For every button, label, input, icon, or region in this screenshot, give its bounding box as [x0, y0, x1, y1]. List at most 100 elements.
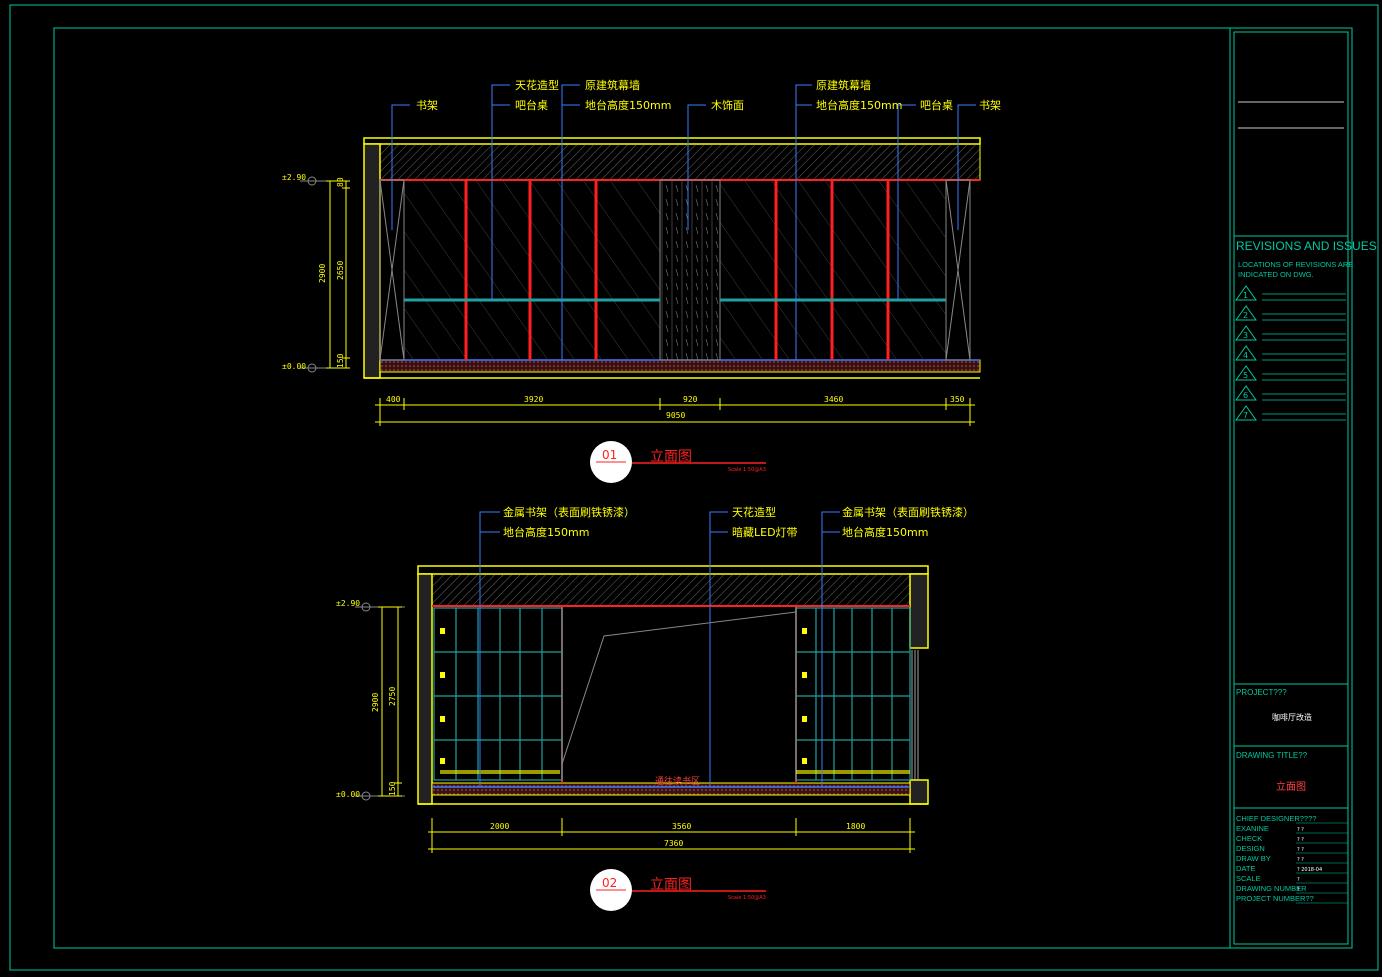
level-bottom-02: ±0.00	[336, 790, 360, 799]
titleblock-field-value: ?	[1297, 887, 1300, 893]
hdim-920: 920	[683, 395, 698, 404]
label-reading-area: 通往读书区	[655, 775, 700, 787]
vdim-150-01: 150	[336, 353, 345, 368]
drawing-title-label: DRAWING TITLE??	[1236, 751, 1308, 760]
outer-frame	[9, 4, 1379, 971]
vdim-2750-02: 2750	[388, 687, 397, 706]
label-ceiling-feature-02: 天花造型	[732, 505, 776, 519]
titleblock-field-label: DRAWING NUMBER	[1236, 884, 1307, 893]
label-ceiling-feature: 天花造型	[515, 78, 559, 92]
label-curtain-wall-left: 原建筑幕墙	[585, 78, 640, 92]
elevation-01: 书架 天花造型 吧台桌 原建筑幕墙 地台高度150mm 木饰面 原建筑幕墙 地台…	[282, 78, 1001, 483]
drawing-title-02: 立面图	[650, 877, 692, 893]
revisions-note-2: INDICATED ON DWG.	[1238, 270, 1314, 279]
drawing-number-01: 01	[602, 448, 617, 462]
vdim-2900-02: 2900	[371, 693, 380, 712]
titleblock-field-value: ? ?	[1297, 847, 1304, 853]
project-label: PROJECT???	[1236, 688, 1287, 697]
metal-shelf-right	[795, 607, 911, 781]
passage-opening-line	[561, 611, 797, 765]
revision-mark-number: 3	[1243, 331, 1248, 340]
hdim-1800: 1800	[846, 822, 865, 831]
titleblock-field-value: ? 2018-04	[1297, 867, 1322, 873]
right-wall-top-02	[909, 573, 929, 649]
floor-platform	[379, 359, 981, 373]
drawing-title-01: 立面图	[650, 449, 692, 465]
right-window-lines	[911, 650, 919, 780]
titleblock-field-label: CHIEF DESIGNER????	[1236, 814, 1316, 823]
label-platform-height-right: 地台高度150mm	[816, 98, 902, 112]
ceiling-slab-02	[417, 565, 929, 575]
vdim-80-01: 80	[336, 177, 345, 187]
drawing-number-02: 02	[602, 876, 617, 890]
vdim-2900-01: 2900	[318, 264, 327, 283]
right-wall-bottom-02	[909, 779, 929, 805]
titleblock-field-label: DRAW BY	[1236, 854, 1271, 863]
titleblock-field-value: ? ?	[1297, 857, 1304, 863]
hdim-2000: 2000	[490, 822, 509, 831]
elevation-02: 通往读书区 金属书架（表面刷铁锈漆） 地台高度150mm 天花造型 暗藏LED灯…	[336, 505, 974, 911]
revision-triangle-icon	[1235, 405, 1257, 421]
revision-triangle-icon	[1235, 325, 1257, 341]
drawing-scale-01: Scale 1:50@A3	[728, 467, 766, 473]
hdim-400: 400	[386, 395, 401, 404]
project-value: 咖啡厅改造	[1272, 712, 1312, 722]
revision-mark-number: 6	[1243, 391, 1248, 400]
title-block: REVISIONS AND ISSUES LOCATIONS OF REVISI…	[1229, 27, 1377, 949]
titleblock-field-value: ? ?	[1297, 827, 1304, 833]
label-wood-veneer: 木饰面	[711, 98, 744, 112]
label-bookshelf-left: 书架	[416, 99, 438, 112]
hdim-3460: 3460	[824, 395, 843, 404]
hdim-3920: 3920	[524, 395, 543, 404]
label-bookshelf-right: 书架	[979, 99, 1001, 112]
label-metal-shelf-left: 金属书架（表面刷铁锈漆）	[503, 505, 635, 519]
vdim-150-02: 150	[388, 781, 397, 796]
label-led-strip: 暗藏LED灯带	[732, 525, 798, 539]
level-top-02: ±2.90	[336, 599, 360, 608]
titleblock-field-label: PROJECT NUMBER??	[1236, 894, 1314, 903]
revisions-note-1: LOCATIONS OF REVISIONS ARE	[1238, 260, 1353, 269]
revision-triangle-icon	[1235, 385, 1257, 401]
titleblock-field-label: DATE	[1236, 864, 1255, 873]
label-platform-height-right-02: 地台高度150mm	[842, 525, 928, 539]
label-bar-table-left: 吧台桌	[515, 98, 548, 112]
drawing-title-value: 立面图	[1276, 780, 1306, 793]
revisions-title: REVISIONS AND ISSUES	[1236, 239, 1377, 253]
left-wall	[363, 143, 381, 379]
hdim-3560: 3560	[672, 822, 691, 831]
level-bottom-01: ±0.00	[282, 362, 306, 371]
hdim-total-02: 7360	[664, 839, 683, 848]
floor-platform-02	[431, 782, 911, 796]
revision-mark-number: 1	[1243, 291, 1248, 300]
label-bar-table-right: 吧台桌	[920, 98, 953, 112]
titleblock-field-label: CHECK	[1236, 834, 1262, 843]
revision-triangle-icon	[1235, 305, 1257, 321]
label-platform-height-left-02: 地台高度150mm	[503, 525, 589, 539]
hdim-350: 350	[950, 395, 965, 404]
level-top-01: ±2.90	[282, 173, 306, 182]
titleblock-field-value: ?	[1297, 877, 1300, 883]
glass-wall-left	[404, 180, 660, 360]
titleblock-field-value: ? ?	[1297, 837, 1304, 843]
ceiling-hatch-02	[431, 573, 911, 607]
left-wall-02	[417, 573, 433, 805]
revision-mark-number: 4	[1243, 351, 1248, 360]
label-metal-shelf-right: 金属书架（表面刷铁锈漆）	[842, 505, 974, 519]
revision-marks: 1 2 3 4 5 6 7	[1235, 285, 1346, 421]
hdim-total-01: 9050	[666, 411, 685, 420]
metal-shelf-left	[433, 607, 563, 781]
titleblock-field-label: SCALE	[1236, 874, 1261, 883]
label-platform-height-left: 地台高度150mm	[585, 98, 671, 112]
wood-veneer	[659, 179, 721, 361]
revision-mark-number: 2	[1243, 311, 1248, 320]
titleblock-field-label: DESIGN	[1236, 844, 1265, 853]
revision-mark-number: 7	[1243, 411, 1248, 420]
label-curtain-wall-right: 原建筑幕墙	[816, 78, 871, 92]
book-markers	[440, 628, 910, 774]
vdim-2650-01: 2650	[336, 261, 345, 280]
titleblock-field-label: EXANINE	[1236, 824, 1269, 833]
revision-mark-number: 5	[1243, 371, 1248, 380]
drawing-scale-02: Scale 1:50@A3	[728, 895, 766, 901]
revision-triangle-icon	[1235, 365, 1257, 381]
